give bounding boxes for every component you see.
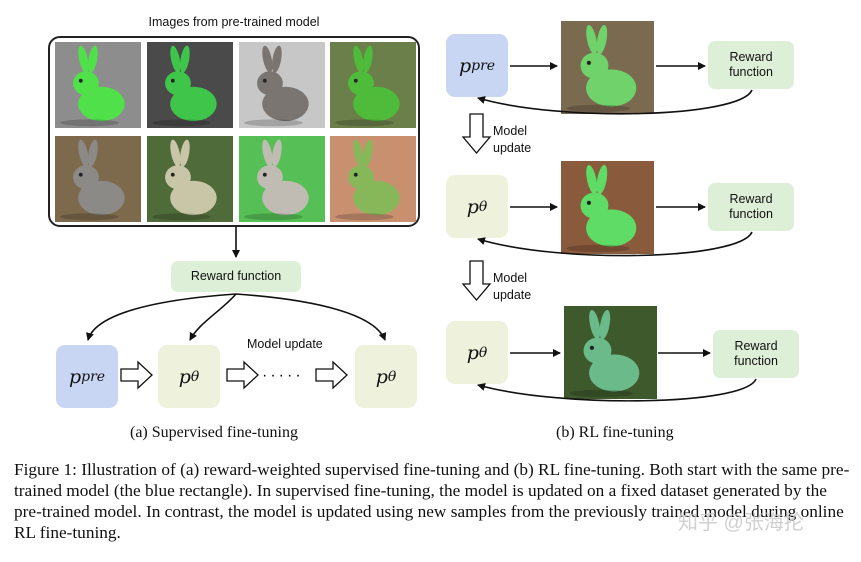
img-gray-rabbit-1 <box>239 42 325 128</box>
img-green-rabbit-1 <box>55 42 141 128</box>
watermark-text: 知乎 @张海抡 <box>678 512 804 534</box>
ellipsis-dots: ····· <box>262 367 304 384</box>
subcaption-a: (a) Supervised fine-tuning <box>130 424 298 441</box>
model-update-label-rl-2: Model update <box>493 271 532 302</box>
img-green-rabbit-2 <box>147 42 233 128</box>
model-update-label-supervised: Model update <box>247 337 323 351</box>
img-rl-rabbit-1 <box>561 21 654 114</box>
img-cream-rabbit-1 <box>147 136 233 222</box>
reward-function-label: Reward function <box>190 269 282 283</box>
img-green-painted-rabbit-1 <box>330 136 416 222</box>
img-green-rabbit-3 <box>330 42 416 128</box>
model-update-label-rl-1: Model update <box>493 124 532 155</box>
pretrained-images-title: Images from pre-trained model <box>148 15 320 29</box>
img-rl-rabbit-2 <box>561 161 654 254</box>
reward-function-box-rl-3: Reward function <box>713 330 799 378</box>
img-green-gray-rabbit-1 <box>55 136 141 222</box>
subcaption-b: (b) RL fine-tuning <box>556 424 674 441</box>
figure-caption: Figure 1: Illustration of (a) reward-wei… <box>14 460 850 542</box>
img-sketch-rabbit-1 <box>239 136 325 222</box>
reward-function-box-supervised: Reward function <box>171 261 301 292</box>
reward-function-box-rl-2: Reward function <box>708 183 794 231</box>
reward-function-box-rl-1: Reward function <box>708 41 794 89</box>
img-rl-rabbit-3 <box>564 306 657 399</box>
pretrained-images-frame <box>48 36 420 227</box>
